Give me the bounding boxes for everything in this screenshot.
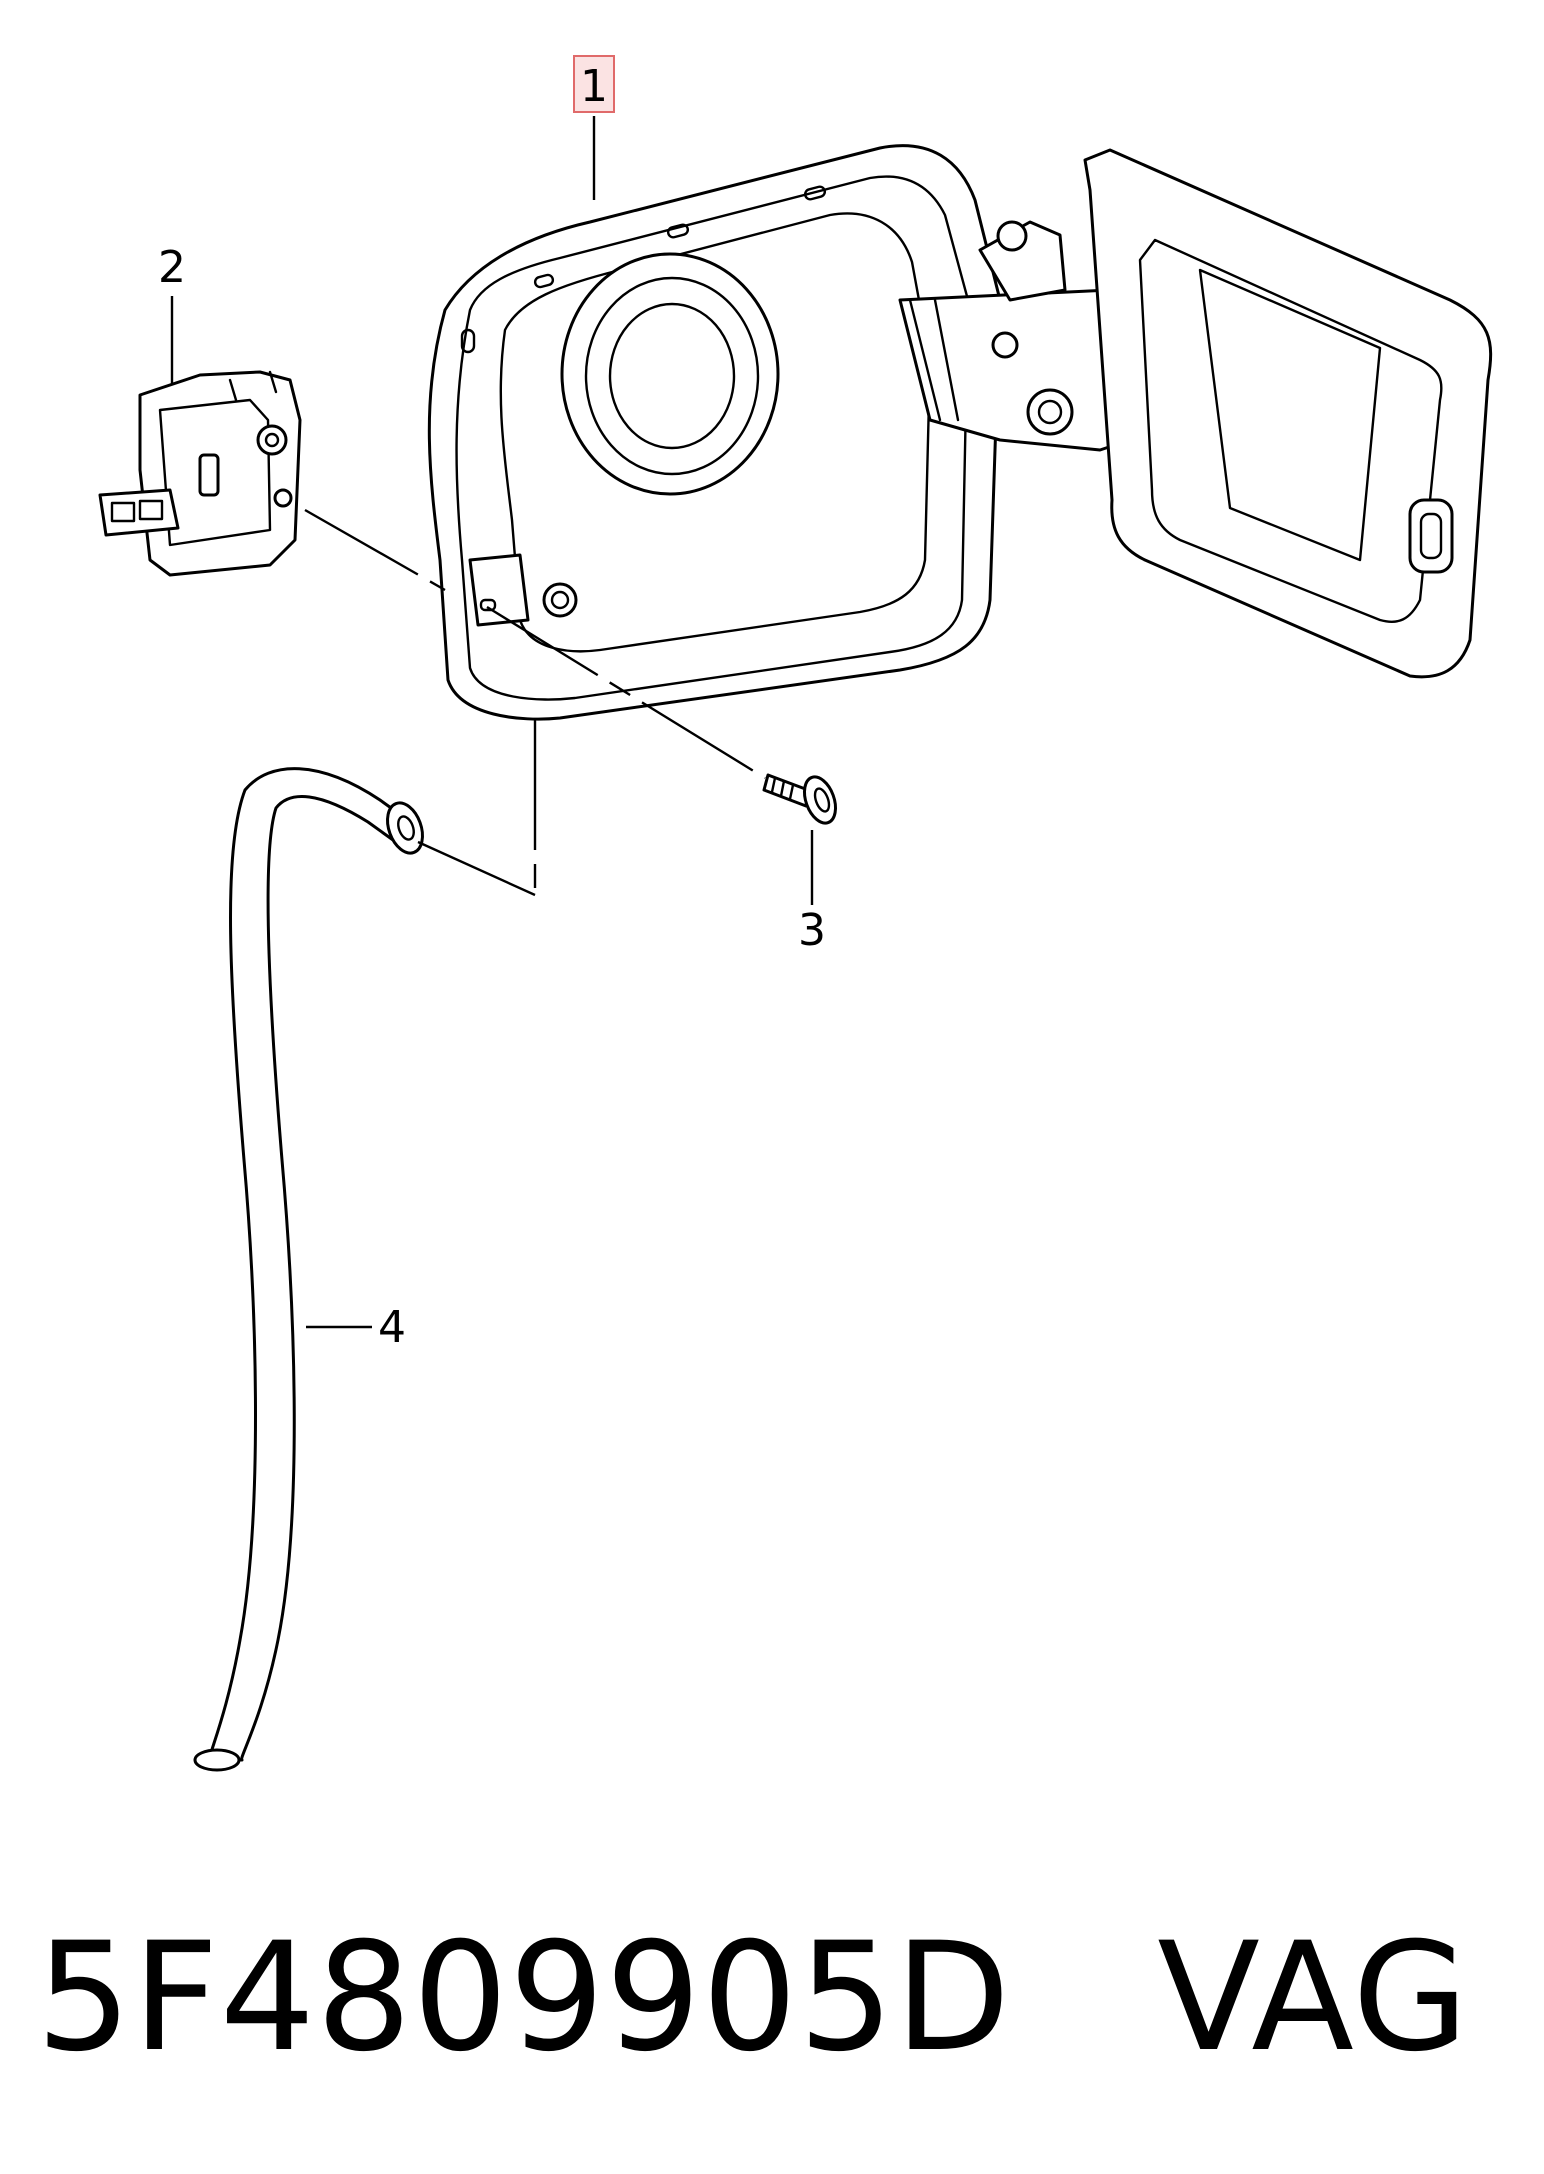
mounting-screw (762, 773, 838, 825)
callout-1-label: 1 (580, 61, 608, 112)
callout-2[interactable]: 2 (158, 242, 186, 385)
drain-hose (193, 767, 424, 1772)
callout-4[interactable]: 4 (306, 1302, 406, 1353)
part-number-caption: 5F4809905D VAG (36, 1911, 1470, 2085)
callout-1[interactable]: 1 (573, 55, 615, 200)
callout-4-label: 4 (378, 1302, 406, 1353)
callout-2-label: 2 (158, 242, 186, 293)
fuel-filler-flap-housing (427, 144, 1493, 721)
callout-3-label: 3 (798, 905, 826, 956)
callout-3[interactable]: 3 (798, 830, 826, 956)
callout-1-highlight (573, 55, 615, 113)
assembly-leader-lines (304, 508, 766, 897)
fuel-door-actuator (98, 370, 302, 577)
